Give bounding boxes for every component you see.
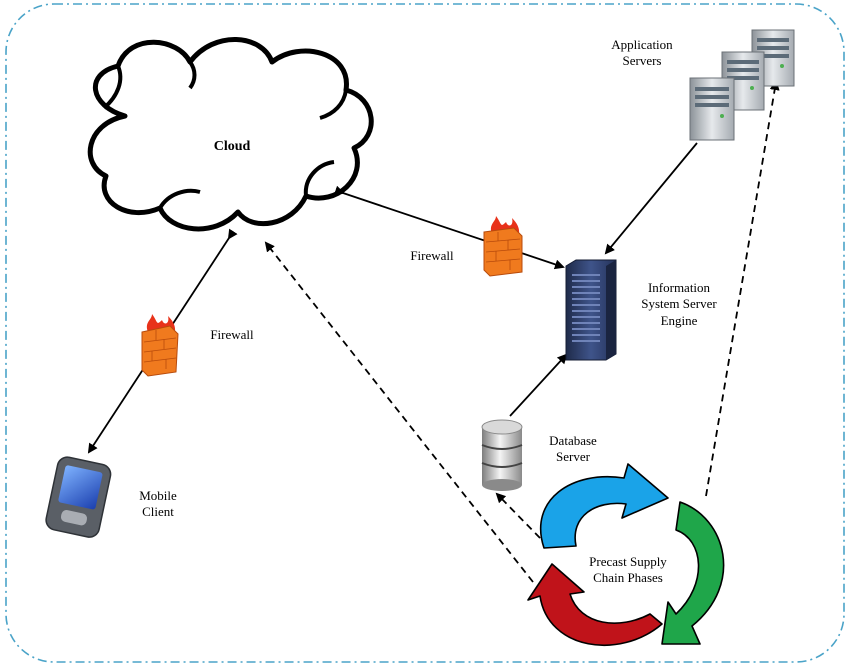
link-appservers-infoserver	[604, 142, 698, 255]
diagram-border	[5, 3, 845, 663]
link-cloud-infoserver	[333, 185, 565, 270]
cycle-arrow-blue	[539, 463, 669, 549]
cloud-inner-curl	[158, 188, 201, 210]
information-server-icon	[565, 259, 617, 361]
database-server-icon	[481, 419, 523, 491]
firewall-top-icon	[483, 216, 523, 277]
cloud-inner-curl	[188, 60, 197, 90]
application-servers-label: Application Servers	[611, 37, 673, 69]
mobile-client-icon	[45, 456, 112, 538]
dashed-cycle-appservers	[705, 80, 780, 497]
firewall-left-icon	[141, 314, 179, 377]
supply-chain-cycle-icon	[527, 463, 725, 646]
information-server-label: Information System Server Engine	[641, 280, 717, 328]
dashed-cycle-cloud	[264, 241, 534, 583]
mobile-client-label: Mobile Client	[139, 488, 177, 520]
firewall-left-label: Firewall	[210, 327, 254, 342]
application-servers-icon	[689, 29, 795, 141]
cycle-arrow-green	[661, 501, 725, 645]
cloud-inner-curl	[102, 65, 123, 110]
cycle-label: Precast Supply Chain Phases	[589, 554, 667, 586]
cloud-inner-curl	[319, 89, 348, 120]
cloud-label: Cloud	[213, 139, 251, 154]
cycle-arrow-red	[527, 563, 663, 646]
link-database-infoserver	[509, 353, 568, 417]
cloud-inner-curl	[303, 160, 335, 197]
firewall-top-label: Firewall	[410, 248, 454, 263]
dashed-cycle-database	[495, 492, 541, 539]
database-server-label: Database Server	[549, 433, 597, 465]
cloud-shape	[87, 37, 374, 232]
